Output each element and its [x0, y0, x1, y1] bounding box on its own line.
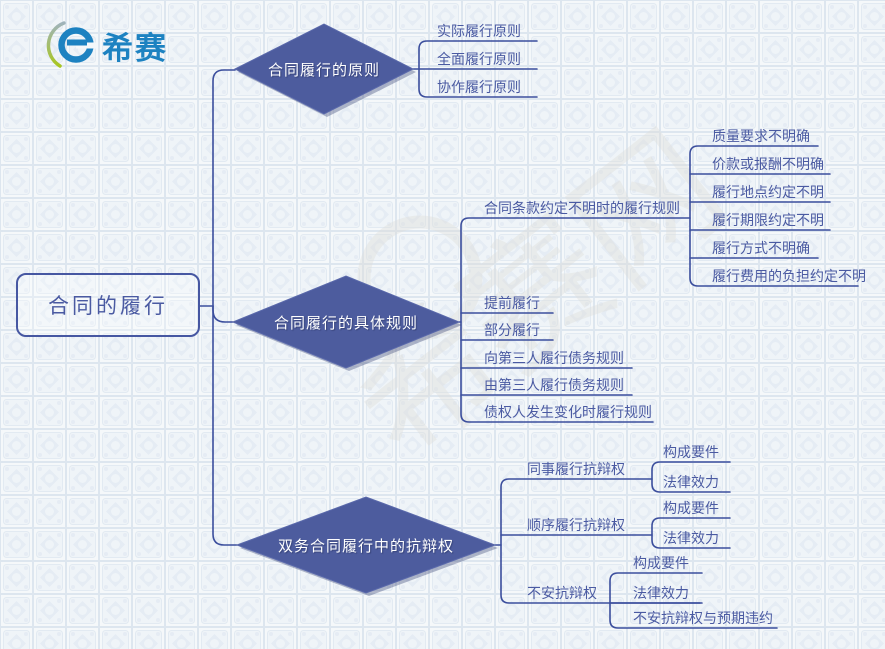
leaf-partial-performance[interactable]: 部分履行 [484, 323, 540, 339]
node-defense-rights[interactable]: 双务合同履行中的抗辩权 [277, 536, 454, 555]
leaf-deadline-unclear[interactable]: 履行期限约定不明 [712, 213, 824, 229]
node-principles[interactable]: 合同履行的原则 [267, 60, 380, 79]
leaf-insecurity-effect[interactable]: 法律效力 [633, 586, 689, 602]
leaf-sequential-effect[interactable]: 法律效力 [663, 531, 719, 547]
leaf-actual-performance-principle[interactable]: 实际履行原则 [437, 24, 521, 40]
leaf-simultaneous-defense[interactable]: 同事履行抗辩权 [527, 462, 625, 478]
root-node[interactable]: 合同的履行 [16, 273, 200, 337]
leaf-unclear-terms-rules[interactable]: 合同条款约定不明时的履行规则 [484, 201, 680, 217]
leaf-simultaneous-elements[interactable]: 构成要件 [663, 445, 719, 461]
logo-text: 希赛 [102, 30, 168, 67]
root-label: 合同的履行 [48, 294, 168, 318]
branch-diamond-defense-rights [235, 496, 497, 594]
leaf-insecurity-defense[interactable]: 不安抗辩权 [527, 586, 597, 602]
leaf-full-performance-principle[interactable]: 全面履行原则 [437, 52, 521, 68]
leaf-sequential-defense[interactable]: 顺序履行抗辩权 [527, 518, 625, 534]
leaf-early-performance[interactable]: 提前履行 [484, 296, 540, 312]
branch-diamond-principles [233, 23, 415, 115]
leaf-price-unclear[interactable]: 价款或报酬不明确 [712, 157, 824, 173]
connector-lines [199, 40, 859, 629]
logo[interactable]: 希赛 [42, 20, 168, 70]
leaf-quality-unclear[interactable]: 质量要求不明确 [712, 129, 810, 145]
leaf-creditor-change-rules[interactable]: 债权人发生变化时履行规则 [484, 405, 652, 421]
branch-diamonds [231, 23, 498, 596]
leaf-insecurity-vs-anticipatory-breach[interactable]: 不安抗辩权与预期违约 [633, 611, 773, 627]
leaf-perform-to-third-party[interactable]: 向第三人履行债务规则 [484, 351, 624, 367]
node-specific-rules[interactable]: 合同履行的具体规则 [273, 313, 418, 332]
leaf-method-unclear[interactable]: 履行方式不明确 [712, 241, 810, 257]
leaf-simultaneous-effect[interactable]: 法律效力 [663, 475, 719, 491]
branch-diamond-specific-rules [231, 275, 461, 369]
leaf-insecurity-elements[interactable]: 构成要件 [633, 556, 689, 572]
leaf-cooperative-performance-principle[interactable]: 协作履行原则 [437, 80, 521, 96]
leaf-sequential-elements[interactable]: 构成要件 [663, 501, 719, 517]
leaf-perform-by-third-party[interactable]: 由第三人履行债务规则 [484, 378, 624, 394]
leaf-place-unclear[interactable]: 履行地点约定不明 [712, 185, 824, 201]
leaf-cost-burden-unclear[interactable]: 履行费用的负担约定不明 [712, 269, 866, 285]
logo-e-icon [46, 21, 97, 68]
